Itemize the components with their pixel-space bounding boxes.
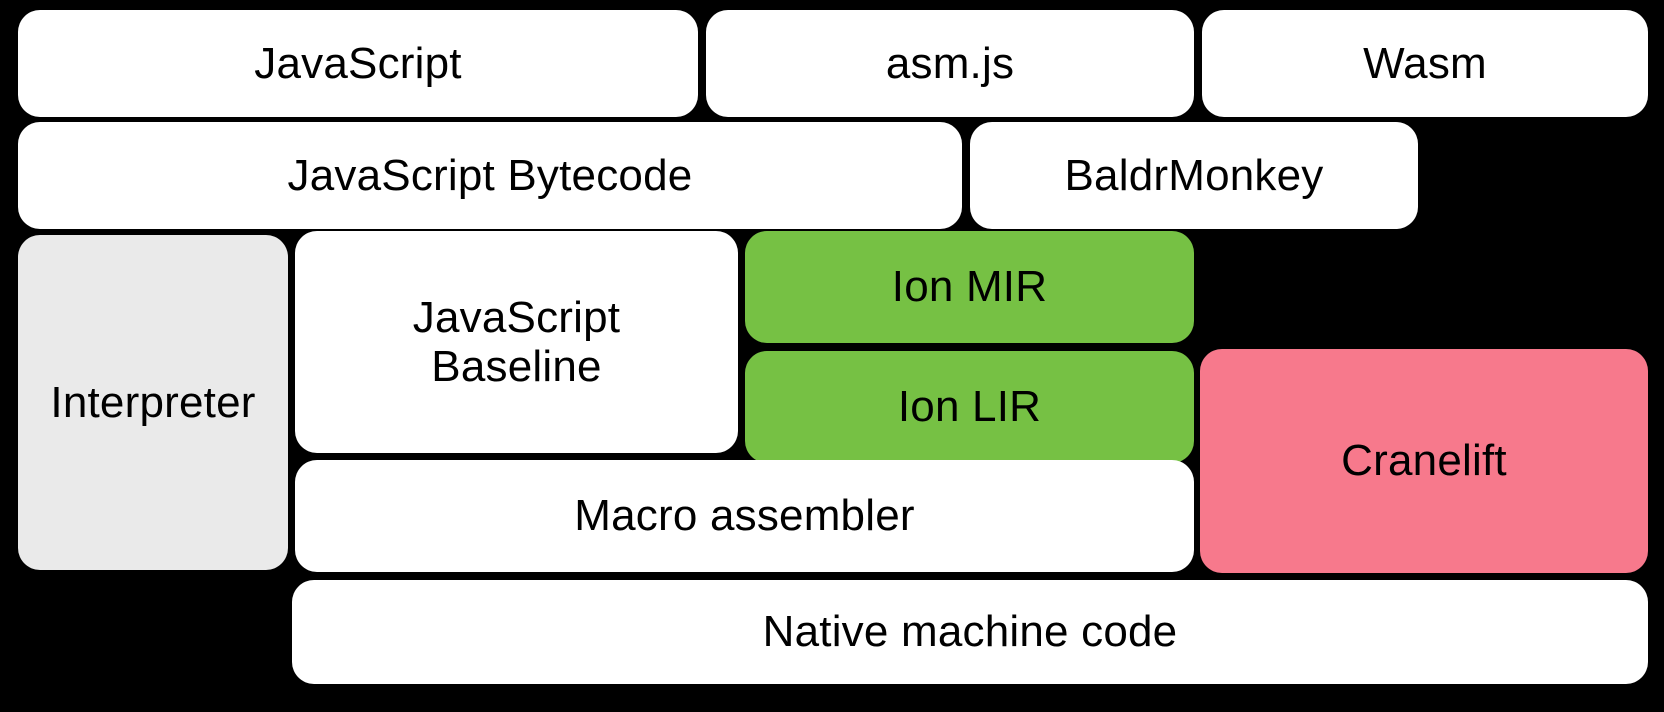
node-interpreter[interactable]: Interpreter xyxy=(18,235,288,570)
node-ion-lir[interactable]: Ion LIR xyxy=(745,351,1194,463)
node-native-machine-code[interactable]: Native machine code xyxy=(292,580,1648,684)
node-asm-js[interactable]: asm.js xyxy=(706,10,1194,117)
node-macro-assembler[interactable]: Macro assembler xyxy=(295,460,1194,572)
node-baldrmonkey[interactable]: BaldrMonkey xyxy=(970,122,1418,229)
node-javascript[interactable]: JavaScript xyxy=(18,10,698,117)
node-cranelift[interactable]: Cranelift xyxy=(1200,349,1648,573)
node-javascript-bytecode[interactable]: JavaScript Bytecode xyxy=(18,122,962,229)
node-ion-mir[interactable]: Ion MIR xyxy=(745,231,1194,343)
node-javascript-baseline[interactable]: JavaScript Baseline xyxy=(295,231,738,453)
node-wasm[interactable]: Wasm xyxy=(1202,10,1648,117)
